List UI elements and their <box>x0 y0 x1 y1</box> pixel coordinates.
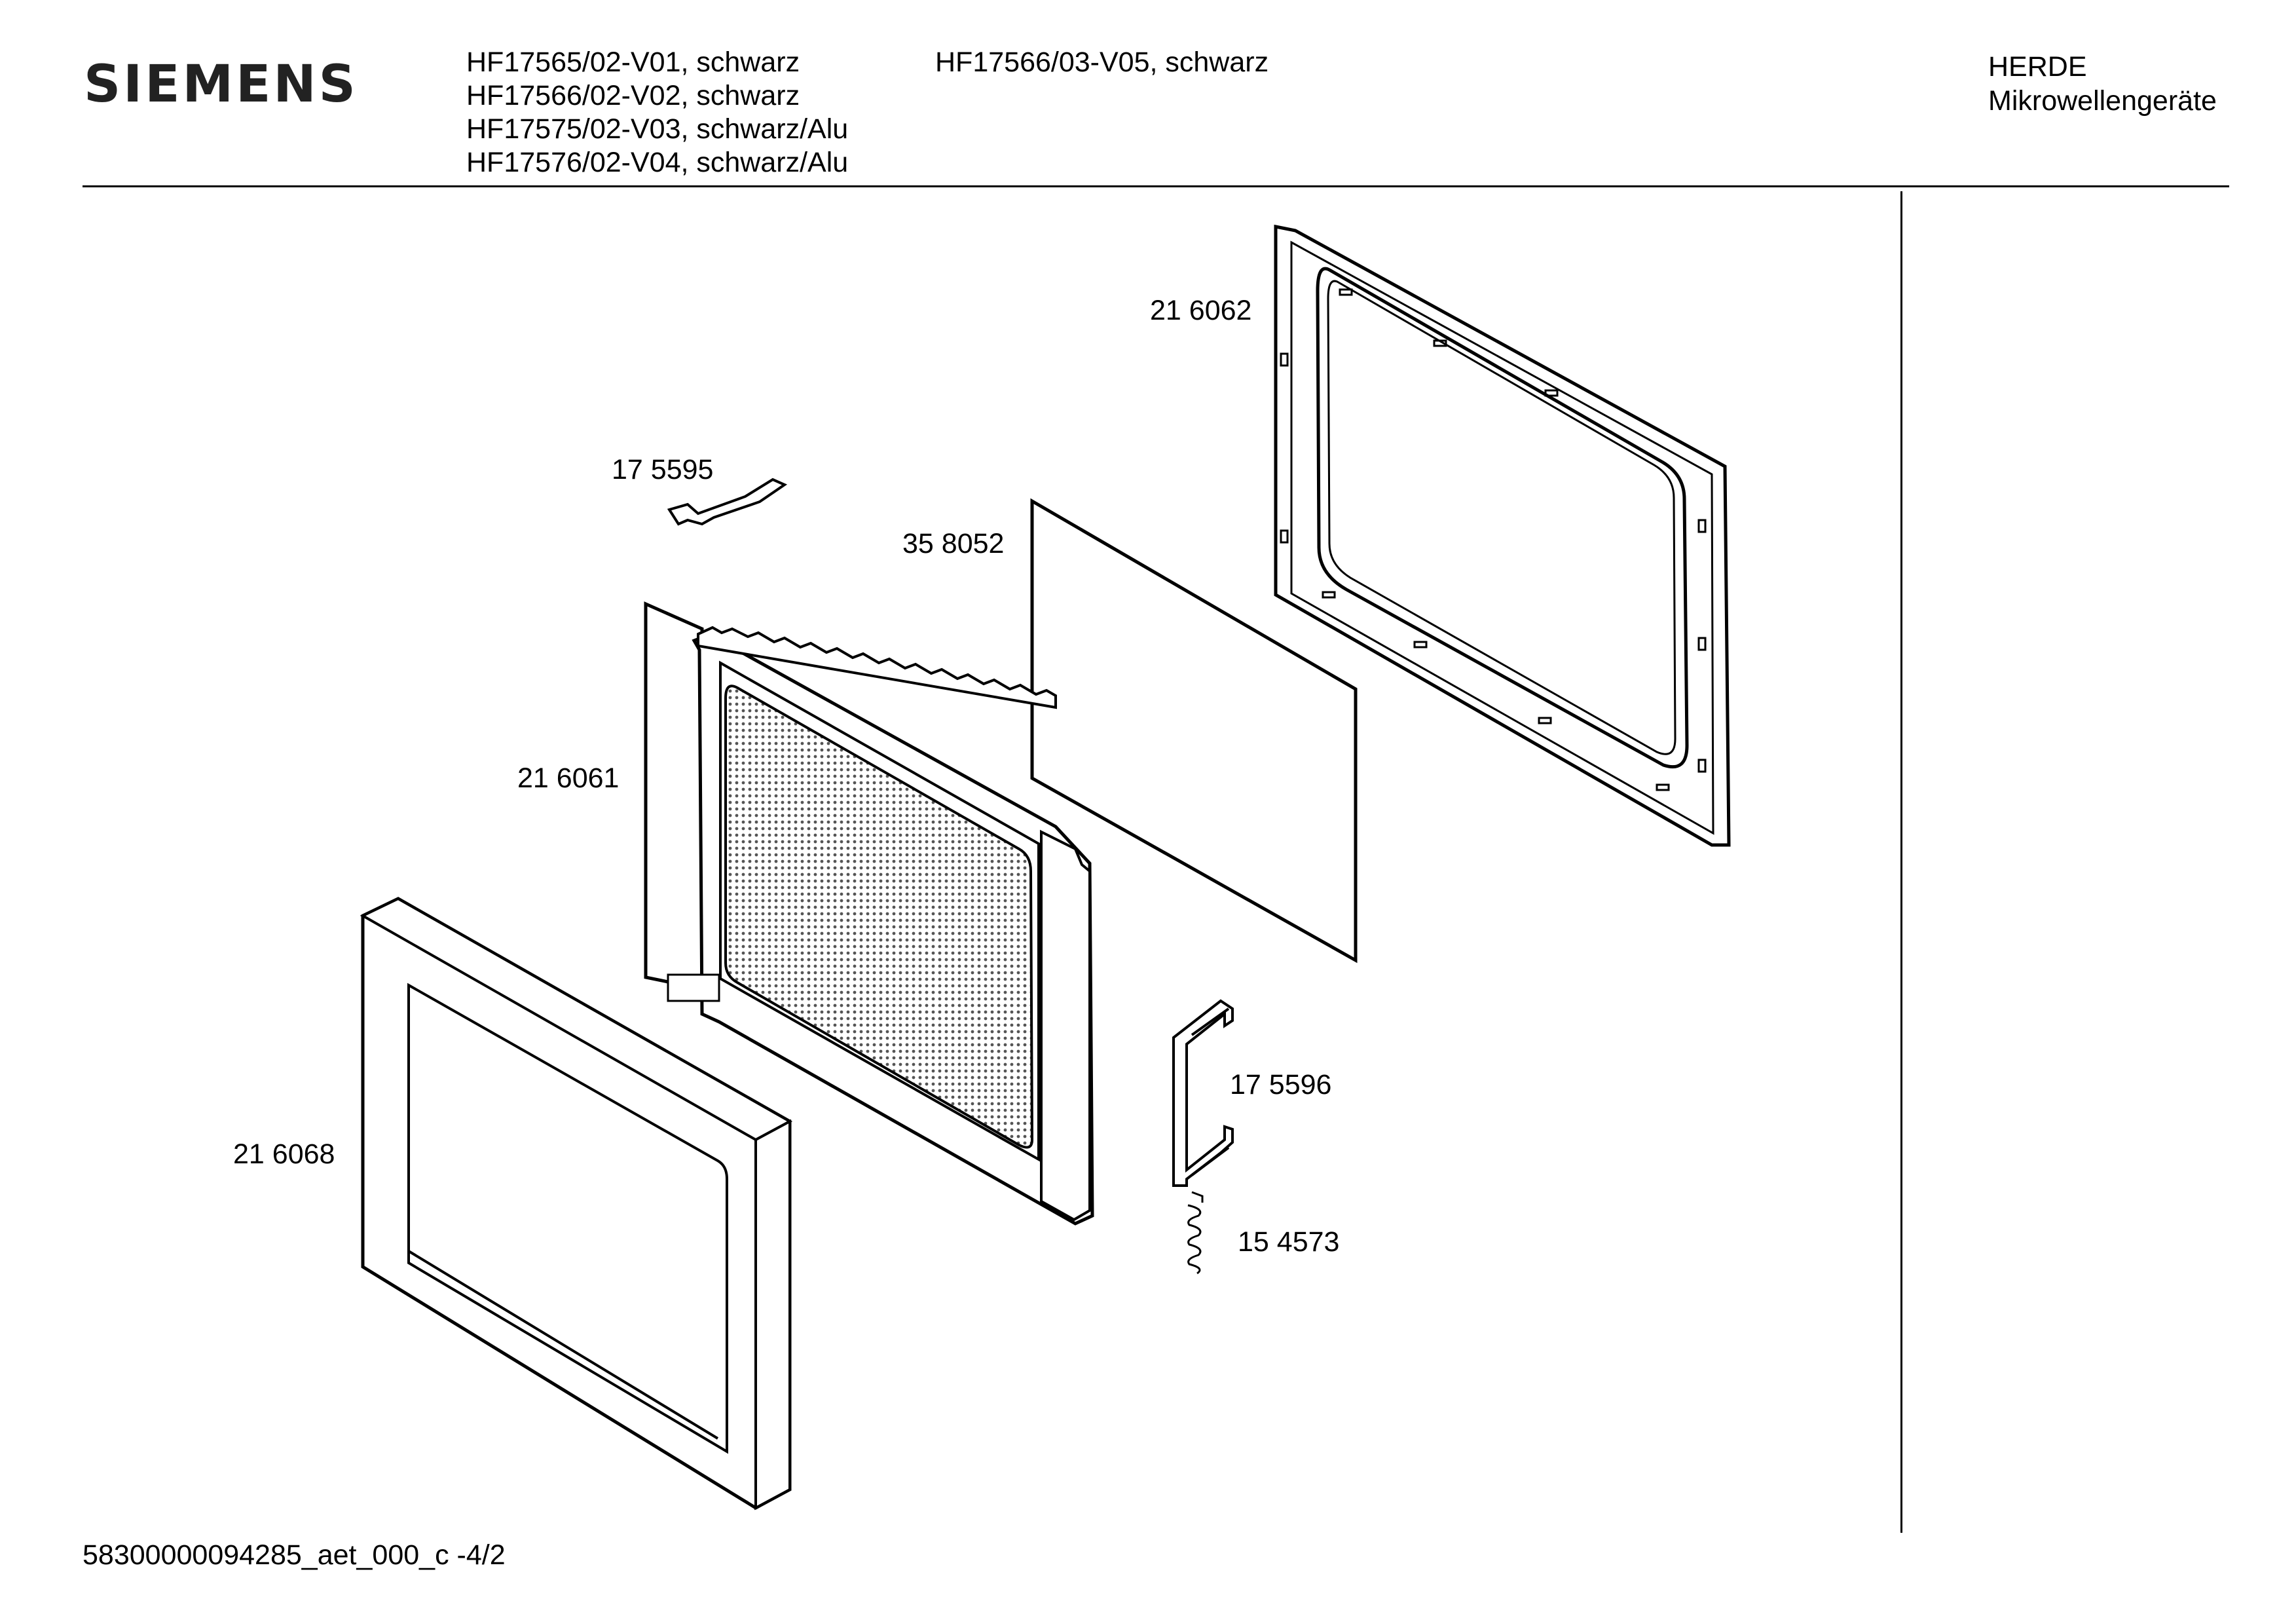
siemens-logo: SIEMENS <box>84 55 358 114</box>
category-subtitle: Mikrowellengeräte <box>1988 85 2217 117</box>
header-divider <box>83 185 2229 187</box>
front-frame-part <box>360 897 793 1511</box>
side-divider <box>1900 191 1902 1533</box>
glass-pane-part <box>1030 498 1358 964</box>
model-line: HF17566/03-V05, schwarz <box>935 47 1269 78</box>
part-label-hinge: 17 5596 <box>1230 1069 1331 1100</box>
inner-door-part <box>644 601 1094 1226</box>
part-label-glass: 35 8052 <box>902 528 1004 559</box>
model-line: HF17576/02-V04, schwarz/Alu <box>466 147 849 178</box>
model-list-2: HF17566/03-V05, schwarz <box>935 46 1268 79</box>
spring-part <box>1187 1191 1204 1275</box>
category-block: HERDE Mikrowellengeräte <box>1988 50 2217 118</box>
outer-frame-part <box>1274 224 1731 847</box>
model-line: HF17566/02-V02, schwarz <box>466 80 800 111</box>
part-label-inner-door: 21 6061 <box>517 762 619 794</box>
part-label-outer-frame: 21 6062 <box>1150 295 1251 326</box>
hinge-bracket-part <box>1172 999 1234 1187</box>
model-list-1: HF17565/02-V01, schwarz HF17566/02-V02, … <box>466 46 848 179</box>
part-label-front-frame: 21 6068 <box>233 1138 335 1170</box>
part-label-spring: 15 4573 <box>1238 1226 1339 1258</box>
part-label-clip: 17 5595 <box>612 454 713 485</box>
top-clip-part <box>667 478 788 526</box>
model-line: HF17565/02-V01, schwarz <box>466 47 800 78</box>
model-line: HF17575/02-V03, schwarz/Alu <box>466 113 849 145</box>
category-title: HERDE <box>1988 51 2087 83</box>
document-id: 58300000094285_aet_000_c -4/2 <box>83 1539 506 1571</box>
